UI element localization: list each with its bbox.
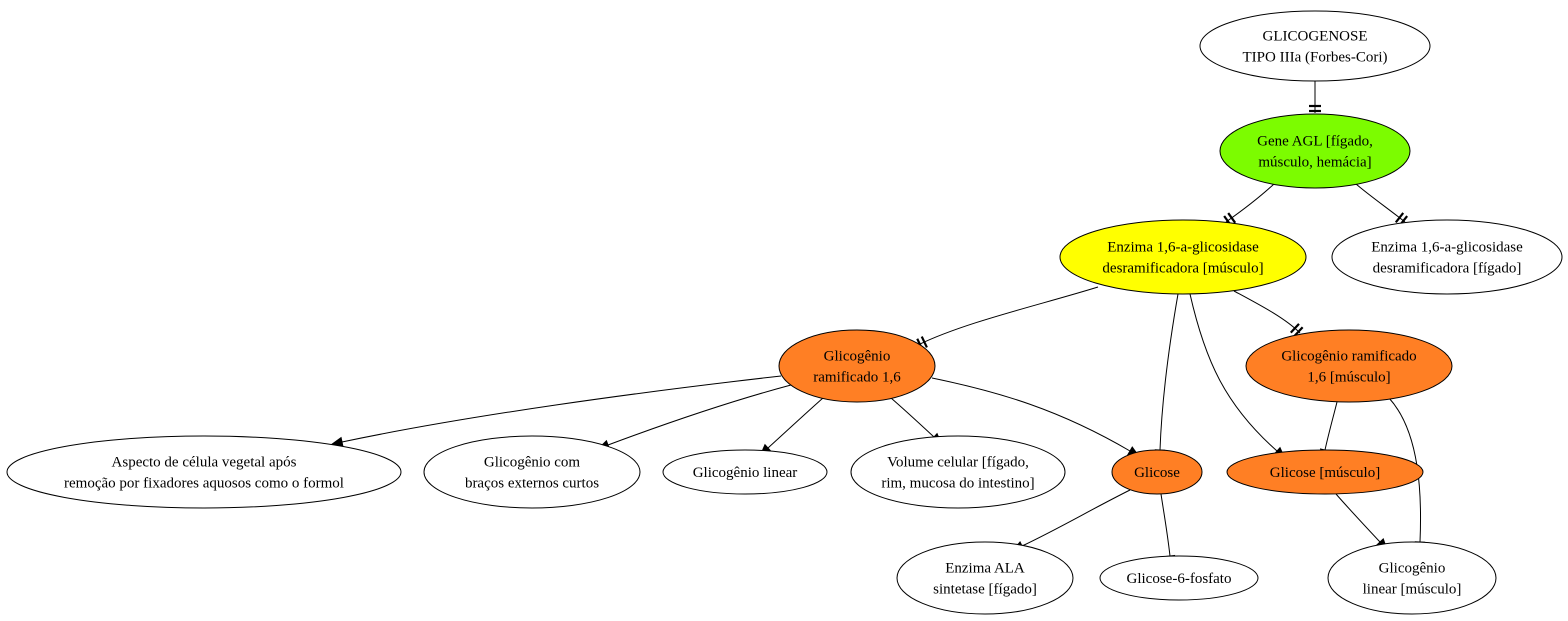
node-ellipse [1327, 541, 1497, 615]
edge-line [1355, 183, 1406, 223]
edge-glicogenio-ramificado-to-aspecto-celula [331, 375, 782, 448]
node-glicogenio-linear: Glicogênio linear [662, 449, 828, 495]
edge-glicose-to-enzima-ala [1011, 489, 1131, 551]
node-label: Glicogênio ramificado [1281, 349, 1416, 365]
tee-bar [1293, 326, 1304, 337]
node-ellipse [423, 435, 641, 509]
node-label: 1,6 [músculo] [1307, 370, 1390, 386]
edge-line [1160, 493, 1171, 557]
node-ellipse [1245, 329, 1453, 403]
node-ellipse [1219, 113, 1411, 189]
node-enzima-musculo: Enzima 1,6-a-glicosidase desramificadora … [1059, 219, 1307, 295]
node-label: desramificadora [fígado] [1373, 261, 1522, 277]
node-label: Volume celular [fígado, [887, 455, 1029, 471]
node-label: ramificado 1,6 [813, 370, 901, 386]
node-label: linear [músculo] [1363, 582, 1462, 598]
node-label: Aspecto de célula vegetal após [112, 455, 297, 471]
node-volume-celular: Volume celular [fígado, rim, mucosa do in… [850, 435, 1066, 509]
node-ellipse [662, 449, 828, 495]
edge-gene-agl-to-enzima-musculo [1223, 183, 1275, 227]
node-glicogenio-bracos: Glicogênio com braços externos curtos [423, 435, 641, 509]
node-label: músculo, hemácia] [1258, 155, 1371, 171]
edge-line [1159, 293, 1179, 451]
node-glicogenio-ramificado: Glicogênio ramificado 1,6 [778, 329, 936, 403]
edge-enzima-musculo-to-glicogenio-ramificado-musculo [1233, 290, 1304, 337]
node-label: remoção por fixadores aquosos como o for… [64, 476, 344, 492]
edge-glicogenio-ramificado-to-glicogenio-linear [759, 397, 824, 456]
edge-line [1233, 290, 1301, 334]
node-label: braços externos curtos [465, 476, 599, 492]
node-label: Glicogênio [824, 349, 891, 365]
edge-line [890, 397, 935, 438]
node-aspecto-celula: Aspecto de célula vegetal após remoção po… [6, 435, 402, 509]
node-ellipse [1199, 10, 1431, 82]
node-ellipse [1099, 555, 1259, 601]
node-ellipse [1226, 449, 1424, 495]
node-label: GLICOGENOSE [1263, 29, 1368, 45]
edge-line [1335, 493, 1381, 543]
node-label: Glicogênio com [484, 455, 581, 471]
edge-line [341, 375, 782, 443]
tee-bar [1289, 323, 1300, 334]
edge-line [1189, 293, 1278, 452]
tee-bar [1227, 212, 1237, 224]
edge-enzima-musculo-to-glicogenio-ramificado [916, 286, 1099, 351]
edge-line [1225, 183, 1275, 223]
edge-enzima-musculo-to-glicose [1154, 293, 1179, 462]
edge-glicogenose-to-gene-agl [1309, 81, 1321, 113]
node-ellipse [6, 435, 402, 509]
node-label: Enzima 1,6-a-glicosidase [1371, 240, 1523, 256]
nodes-layer: GLICOGENOSE TIPO IIIa (Forbes-Cori) Gene A… [6, 10, 1563, 615]
node-label: TIPO IIIa (Forbes-Cori) [1243, 50, 1388, 66]
node-label: Enzima 1,6-a-glicosidase [1107, 240, 1259, 256]
edge-line [1324, 401, 1338, 451]
node-ellipse [850, 435, 1066, 509]
tee-bar [1394, 212, 1405, 224]
edge-line [767, 397, 824, 449]
node-ellipse [778, 329, 936, 403]
edge-line [1021, 489, 1131, 547]
node-label: Glicogênio linear [693, 465, 798, 481]
node-enzima-ala: Enzima ALA sintetase [fígado] [896, 541, 1074, 615]
node-label: Glicose [1134, 465, 1180, 481]
node-label: Glicogênio [1379, 561, 1446, 577]
edge-glicose-musculo-to-glicogenio-linear-musculo [1335, 493, 1388, 551]
node-ellipse [1059, 219, 1307, 295]
node-label: Glicose [músculo] [1270, 465, 1380, 481]
node-glicogenio-linear-musculo: Glicogênio linear [músculo] [1327, 541, 1497, 615]
node-label: sintetase [fígado] [933, 582, 1037, 598]
node-enzima-figado: Enzima 1,6-a-glicosidase desramificadora … [1331, 219, 1563, 295]
node-label: Glicose-6-fosfato [1127, 571, 1232, 587]
node-ellipse [896, 541, 1074, 615]
node-ellipse [1331, 219, 1563, 295]
node-ellipse [1111, 449, 1203, 495]
edge-line [607, 384, 792, 446]
edge-glicose-to-glicose-6-fosfato [1160, 493, 1176, 568]
tee-bar [920, 336, 928, 348]
node-glicose-musculo: Glicose [músculo] [1226, 449, 1424, 495]
edge-line [931, 377, 1131, 452]
node-glicogenose: GLICOGENOSE TIPO IIIa (Forbes-Cori) [1199, 10, 1431, 82]
edge-line [917, 286, 1099, 346]
node-gene-agl: Gene AGL [fígado, músculo, hemácia] [1219, 113, 1411, 189]
node-glicose-6-fosfato: Glicose-6-fosfato [1099, 555, 1259, 601]
node-glicose: Glicose [1111, 449, 1203, 495]
node-label: desramificadora [músculo] [1102, 261, 1263, 277]
node-label: rim, mucosa do intestino] [881, 476, 1034, 492]
edge-gene-agl-to-enzima-figado [1355, 183, 1409, 227]
node-label: Enzima ALA [945, 561, 1025, 577]
node-label: Gene AGL [fígado, [1257, 134, 1373, 150]
node-glicogenio-ramificado-musculo: Glicogênio ramificado 1,6 [músculo] [1245, 329, 1453, 403]
